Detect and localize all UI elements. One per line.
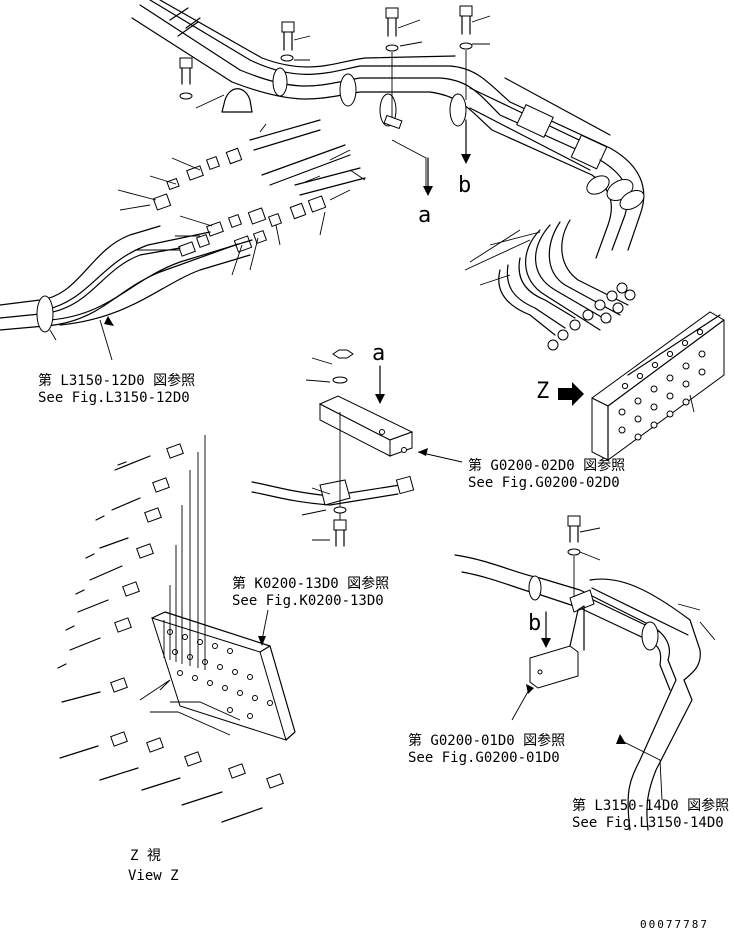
fitting-cluster xyxy=(547,282,636,351)
view-z-label-jp: Z 視 xyxy=(130,848,161,864)
bolt-set-top xyxy=(179,5,491,192)
marker-a-top: a xyxy=(418,157,433,228)
svg-text:Z: Z xyxy=(536,379,549,404)
ref-en-l3150-12d0: See Fig.L3150-12D0 xyxy=(38,390,190,406)
ref-en-k0200-13d0: See Fig.K0200-13D0 xyxy=(232,593,384,609)
ref-jp-g0200-01d0: 第 G0200-01D0 図参照 xyxy=(408,732,565,749)
ref-jp-l3150-14d0: 第 L3150-14D0 図参照 xyxy=(572,797,729,814)
lower-right-assembly: b xyxy=(454,515,716,831)
main-hose-harness xyxy=(131,0,645,351)
view-z-label-en: View Z xyxy=(128,868,179,884)
ref-en-g0200-02d0: See Fig.G0200-02D0 xyxy=(468,475,620,491)
svg-text:b: b xyxy=(528,611,541,636)
ref-jp-l3150-12d0: 第 L3150-12D0 図参照 xyxy=(38,372,195,389)
z-view-arrow: Z xyxy=(536,379,584,406)
view-z-assembly xyxy=(57,435,296,823)
svg-text:b: b xyxy=(458,173,471,198)
ref-jp-g0200-02d0: 第 G0200-02D0 図参照 xyxy=(468,457,625,474)
marker-b-top: b xyxy=(458,119,471,198)
hose-bundle-left xyxy=(0,225,253,361)
ref-en-g0200-01d0: See Fig.G0200-01D0 xyxy=(408,750,560,766)
svg-text:a: a xyxy=(372,341,385,366)
fittings-chain-left xyxy=(117,119,366,276)
ref-jp-k0200-13d0: 第 K0200-13D0 図参照 xyxy=(232,575,389,592)
plate-top-right xyxy=(591,311,725,461)
drawing-number: 00077787 xyxy=(640,918,709,931)
ref-en-l3150-14d0: See Fig.L3150-14D0 xyxy=(572,815,724,831)
svg-text:a: a xyxy=(418,203,431,228)
bracket-center: a xyxy=(251,341,463,547)
